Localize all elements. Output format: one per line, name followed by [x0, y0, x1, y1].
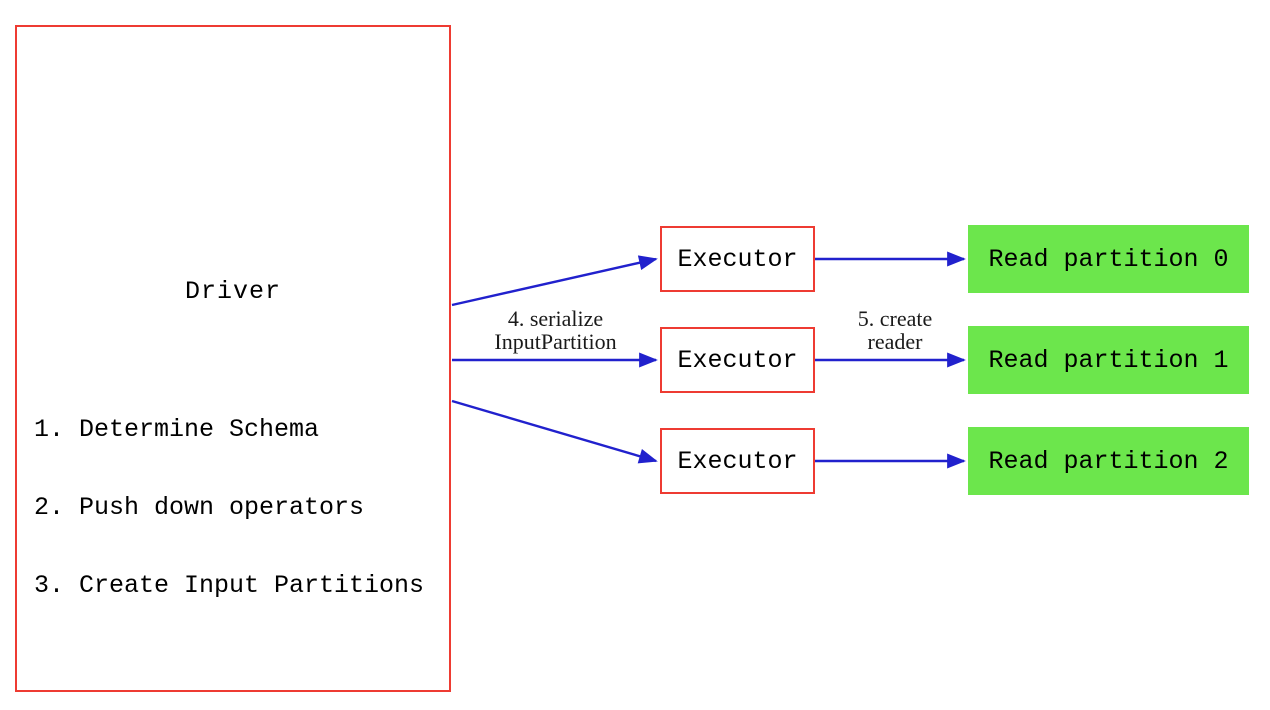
executor-label-1: Executor — [677, 345, 798, 375]
executor-box-0: Executor — [660, 226, 815, 292]
arrow-driver-to-executor-2 — [451, 399, 658, 464]
read-partition-box-0: Read partition 0 — [968, 225, 1249, 293]
read-partition-label-0: Read partition 0 — [988, 244, 1229, 274]
driver-title: Driver — [184, 277, 281, 306]
read-partition-box-1: Read partition 1 — [968, 326, 1249, 394]
edge-label-serialize-inputpartition: 4. serialize InputPartition — [473, 307, 638, 353]
executor-box-2: Executor — [660, 428, 815, 494]
edge-label-serialize-line1: 4. serialize — [507, 306, 604, 331]
driver-steps-list: 1. Determine Schema 2. Push down operato… — [34, 365, 424, 651]
read-partition-label-1: Read partition 1 — [988, 345, 1229, 375]
arrow-driver-to-executor-0 — [451, 255, 658, 307]
executor-label-0: Executor — [677, 244, 798, 274]
edge-label-create-reader: 5. create reader — [835, 307, 955, 353]
driver-step-1: 1. Determine Schema — [34, 415, 320, 444]
executor-box-1: Executor — [660, 327, 815, 393]
driver-box: Driver 1. Determine Schema 2. Push down … — [15, 25, 451, 692]
read-partition-label-2: Read partition 2 — [988, 446, 1229, 476]
edge-label-reader-line2: reader — [867, 329, 923, 354]
edge-label-reader-line1: 5. create — [857, 306, 933, 331]
executor-label-2: Executor — [677, 446, 798, 476]
read-partition-box-2: Read partition 2 — [968, 427, 1249, 495]
driver-step-3: 3. Create Input Partitions — [34, 571, 425, 600]
edge-label-serialize-line2: InputPartition — [494, 329, 617, 354]
driver-step-2: 2. Push down operators — [34, 493, 365, 522]
